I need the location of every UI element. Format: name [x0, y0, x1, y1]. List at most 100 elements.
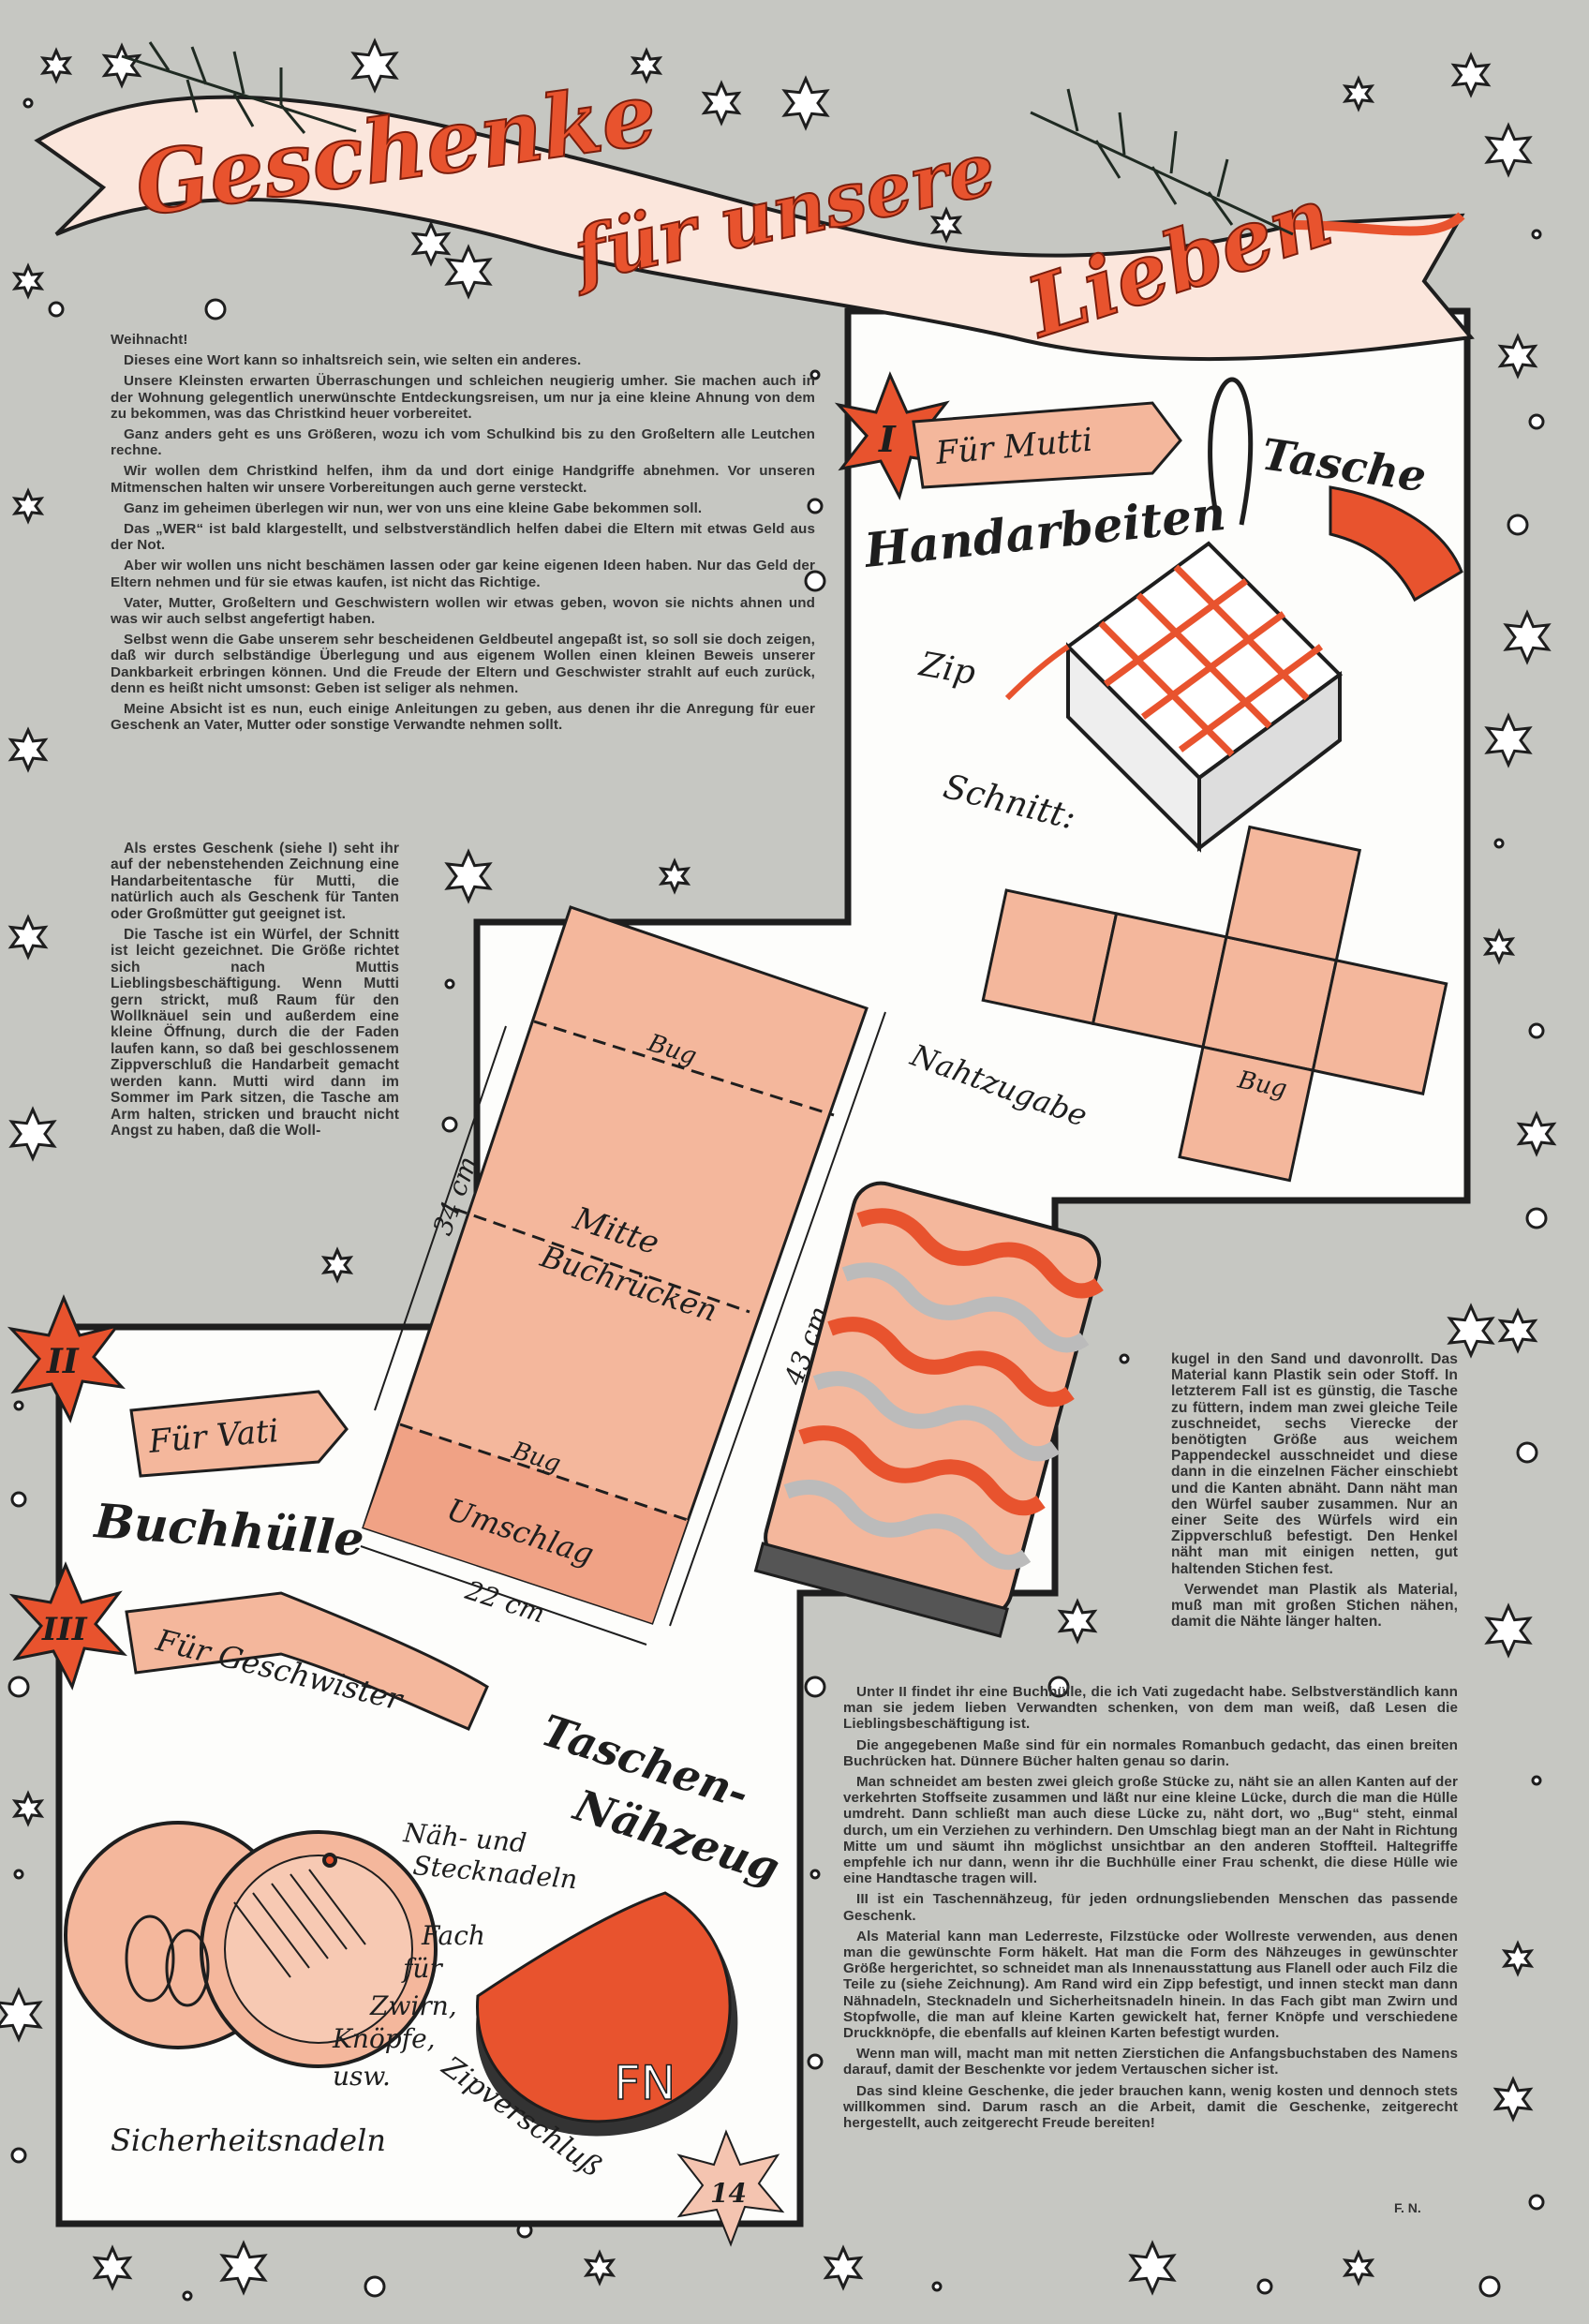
star-icon — [11, 487, 45, 525]
book-drawing — [753, 1181, 1104, 1638]
section-numeral: II — [46, 1342, 80, 1381]
snow-dot-icon — [7, 1676, 30, 1698]
star-icon — [1447, 1303, 1495, 1359]
fach-label: Knöpfe, — [332, 2023, 436, 2054]
star-icon — [1497, 333, 1538, 380]
snow-dot-icon — [1507, 514, 1529, 536]
star-icon — [630, 47, 663, 84]
page-number-badge: 14 — [676, 2129, 785, 2247]
paragraph: Wenn man will, macht man mit netten Zier… — [843, 2046, 1458, 2078]
snow-dot-icon — [807, 2053, 824, 2070]
star-icon — [320, 1246, 354, 1284]
snow-dot-icon — [1531, 1775, 1542, 1786]
star-icon — [1342, 75, 1375, 112]
paragraph: Wir wollen dem Christkind helfen, ihm da… — [111, 463, 815, 496]
star-icon — [823, 2244, 864, 2291]
star-icon — [1450, 52, 1492, 98]
star-icon — [101, 42, 142, 89]
paragraph: Vater, Mutter, Großeltern und Geschwiste… — [111, 594, 815, 628]
star-icon — [410, 220, 452, 267]
paragraph: Unsere Kleinsten erwarten Überraschungen… — [111, 373, 815, 422]
snow-dot-icon — [1256, 2278, 1273, 2295]
star-icon — [8, 1106, 57, 1162]
star-icon — [350, 37, 399, 94]
snow-dot-icon — [809, 369, 821, 380]
star-icon — [11, 262, 45, 300]
snow-dot-icon — [22, 97, 34, 109]
snow-dot-icon — [1528, 2194, 1545, 2211]
star-icon — [7, 726, 49, 773]
paragraph: Ganz anders geht es uns Größeren, wozu i… — [111, 426, 815, 459]
snow-dot-icon — [1478, 2275, 1501, 2298]
ribbon-shape — [912, 401, 1182, 489]
star-icon — [1497, 1307, 1538, 1354]
paragraph: Als Material kann man Lederreste, Filzst… — [843, 1928, 1458, 2042]
page-number: 14 — [710, 2178, 747, 2209]
star-icon — [1342, 2249, 1375, 2287]
paragraph: Das „WER“ ist bald klargestellt, und sel… — [111, 521, 815, 554]
star-icon — [929, 206, 963, 244]
sewing-kit-drawing — [64, 1821, 438, 2068]
fach-label: Zwirn, — [369, 1990, 457, 2021]
bottom-column-text: Unter II findet ihr eine Buchhülle, die … — [843, 1684, 1458, 2136]
snow-dot-icon — [1119, 1353, 1130, 1364]
bag-pattern-net — [981, 825, 1448, 1183]
star-icon — [0, 1987, 43, 2043]
narrow-column-text: Als erstes Geschenk (siehe I) seht ihr a… — [111, 841, 399, 1143]
star-icon — [1516, 1110, 1557, 1157]
snow-dot-icon — [804, 570, 826, 592]
paragraph: Dieses eine Wort kann so inhaltsreich se… — [124, 352, 582, 369]
star-icon — [92, 2244, 133, 2291]
bag-handle — [1208, 377, 1254, 526]
numeral-star-icon — [8, 1561, 128, 1691]
paragraph: Aber wir wollen uns nicht beschämen lass… — [111, 558, 815, 590]
star-icon — [1057, 1598, 1098, 1645]
snow-dot-icon — [1531, 229, 1542, 240]
snow-dot-icon — [10, 1491, 27, 1508]
paragraph: Man schneidet am besten zwei gleich groß… — [843, 1774, 1458, 1887]
star-icon — [658, 857, 691, 895]
star-icon — [583, 2249, 616, 2287]
star-icon — [444, 848, 493, 904]
ribbon-shape — [129, 1390, 349, 1478]
paragraph: kugel in den Sand und davonrollt. Das Ma… — [1171, 1351, 1458, 1577]
star-icon — [444, 244, 493, 300]
section-2-vati: Bug 34 cm Mitte Buchrücken 43 cm Bug Ums… — [7, 905, 1104, 1646]
star-icon — [701, 80, 742, 127]
paragraph: Die angegebenen Maße sind für ein normal… — [843, 1736, 1458, 1769]
star-icon — [781, 75, 830, 131]
paragraph: III ist ein Taschennähzeug, für jeden or… — [843, 1891, 1458, 1924]
right-column-text: kugel in den Sand und davonrollt. Das Ma… — [1171, 1351, 1458, 1634]
title-banner: Geschenke für unsere Lieben — [34, 62, 1475, 362]
star-icon — [1484, 1602, 1533, 1659]
paragraph: Die Tasche ist ein Würfel, der Schnitt i… — [111, 927, 399, 1139]
paragraph: Selbst wenn die Gabe unserem sehr besche… — [111, 632, 815, 696]
snow-dot-icon — [1528, 1022, 1545, 1039]
paragraph: Unter II findet ihr eine Buchhülle, die … — [843, 1684, 1458, 1733]
star-icon — [11, 1790, 45, 1827]
snow-dot-icon — [182, 2290, 193, 2302]
paragraph: Verwendet man Plastik als Material, muß … — [1171, 1581, 1458, 1631]
intro-text: Weihnacht! Dieses eine Wort kann so inha… — [111, 332, 815, 737]
snow-dot-icon — [13, 1400, 24, 1411]
star-icon — [7, 914, 49, 961]
book-cover-pattern — [360, 905, 886, 1646]
snow-dot-icon — [444, 978, 455, 990]
star-icon — [1482, 928, 1516, 965]
fir-branch-icon — [121, 41, 1294, 236]
star-icon — [1484, 712, 1533, 768]
fach-label: usw. — [333, 2061, 391, 2092]
snow-dot-icon — [1516, 1441, 1538, 1464]
ribbon-shape — [125, 1591, 489, 1731]
paragraph: Meine Absicht ist es nun, euch einige An… — [111, 701, 815, 734]
snow-dot-icon — [10, 2147, 27, 2164]
author-signature: F. N. — [1394, 2200, 1421, 2215]
star-icon — [1501, 1940, 1535, 1977]
zipped-pouch-drawing: FN — [476, 1891, 738, 2137]
star-icon — [1503, 609, 1552, 665]
numeral-star-icon — [7, 1294, 126, 1423]
paragraph: Als erstes Geschenk (siehe I) seht ihr a… — [111, 841, 399, 922]
snow-dot-icon — [364, 2275, 386, 2298]
intro-heading: Weihnacht! — [111, 332, 188, 348]
